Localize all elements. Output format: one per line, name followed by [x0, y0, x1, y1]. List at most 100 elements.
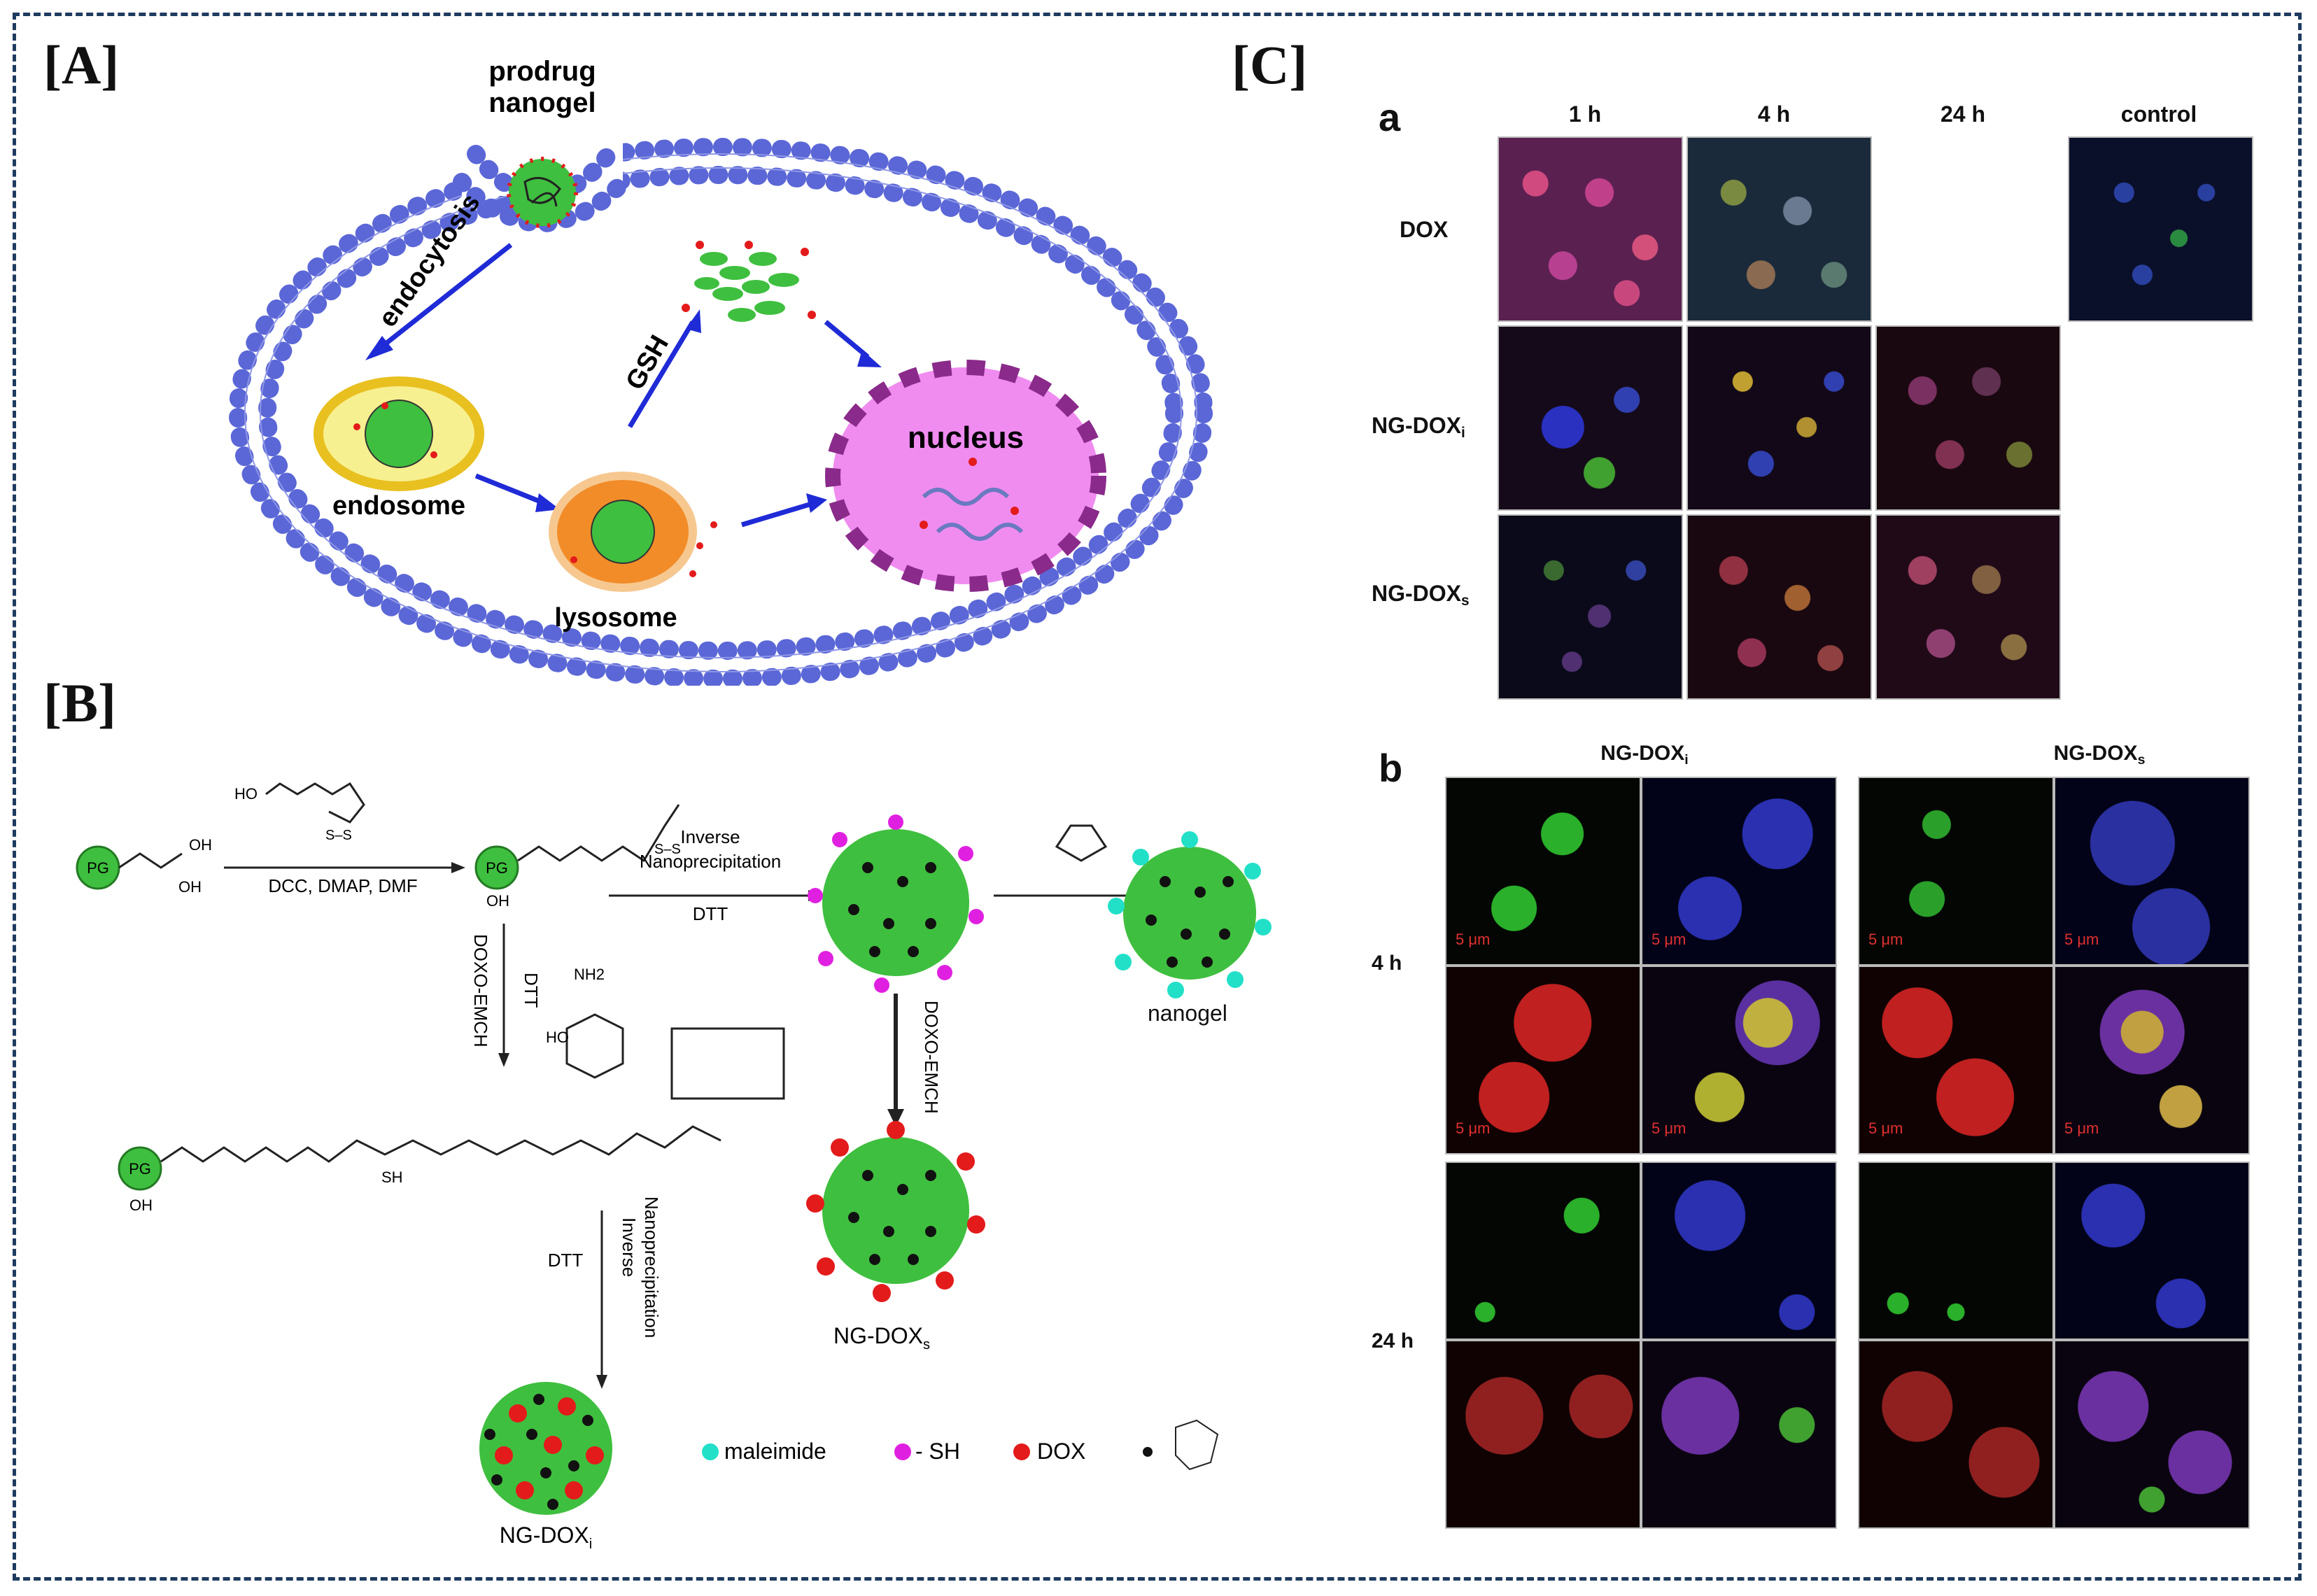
micb-24h-i-blue — [1641, 1161, 1837, 1340]
lipoic-ss: S–S — [325, 828, 352, 843]
micb-4h-i-merge — [1641, 966, 1837, 1154]
reagents-dcc: DCC, DMAP, DMF — [268, 875, 417, 896]
mic-dox-4h — [1686, 136, 1872, 322]
panel-b-scheme: PG OH OH HO S–S DCC, DMAP, DMF PG S–S OH… — [76, 782, 1219, 1552]
nanoprec-1: Nanoprecipitation — [640, 851, 781, 872]
time-24h: 24 h — [1372, 1329, 1414, 1353]
dtt-3: DTT — [548, 1250, 584, 1271]
col-4h: 4 h — [1757, 101, 1791, 127]
doxo-emch-2: DOXO-EMCH — [470, 934, 491, 1047]
mic-control — [2068, 136, 2253, 322]
lysosome — [549, 472, 717, 592]
dtt-2: DTT — [521, 973, 542, 1008]
mic-ngdoxi-24h — [1875, 325, 2061, 511]
nanogel-maleimide-capped — [1108, 831, 1272, 998]
arrow-to-nucleus-top-head — [857, 350, 882, 367]
micb-24h-i-red — [1445, 1340, 1641, 1529]
micb-24h-i-green — [1445, 1161, 1641, 1340]
nanogel-sh — [808, 814, 984, 993]
pg-ester — [474, 845, 519, 890]
arrow-to-lysosome — [474, 473, 547, 507]
pg-conjugate-label: PG — [129, 1160, 151, 1178]
inverse-2: Inverse — [619, 1217, 640, 1277]
label-nucleus: nucleus — [908, 421, 1024, 455]
nucleus — [825, 360, 1106, 592]
pg-start-label: PG — [87, 859, 109, 877]
arrow-endocytosis — [376, 243, 513, 352]
micb-24h-s-blue — [2054, 1161, 2250, 1340]
group-ng-dox-s: NG-DOXs — [2053, 742, 2146, 768]
nanoprec-2: Nanoprecipitation — [641, 1196, 662, 1338]
row-dox: DOX — [1400, 217, 1449, 242]
mic-ngdoxi-1h — [1498, 325, 1683, 511]
oh-4: OH — [129, 1196, 153, 1214]
label-nanogel-capped: nanogel — [1148, 1001, 1227, 1026]
label-endosome: endosome — [332, 491, 465, 521]
oh-1: OH — [178, 878, 202, 896]
arrow-gsh-head — [686, 309, 701, 333]
panel-c-b-label: b — [1379, 746, 1403, 790]
mic-ngdoxs-24h — [1875, 514, 2061, 700]
scale-4: 5 μm — [2064, 931, 2099, 948]
legend-maleimide: maleimide — [724, 1439, 826, 1464]
panel-label-b: [B] — [43, 672, 116, 733]
mic-ngdoxi-4h — [1686, 325, 1872, 511]
nanogel-dox-i — [479, 1382, 612, 1515]
dtt-1: DTT — [693, 903, 728, 924]
micb-4h-i-blue — [1641, 777, 1837, 966]
micb-24h-s-merge — [2054, 1340, 2250, 1529]
scale-5: 5 μm — [1456, 1120, 1491, 1137]
arrow-to-nucleus-bottom — [740, 501, 813, 528]
panel-c-a-label: a — [1379, 95, 1401, 139]
scale-6: 5 μm — [1652, 1120, 1686, 1137]
row-ng-dox-i: NG-DOXi — [1372, 413, 1465, 442]
inverse-1: Inverse — [680, 826, 740, 847]
col-24h: 24 h — [1940, 101, 1986, 127]
conjugate-chain — [160, 1125, 721, 1163]
micb-24h-s-green — [1858, 1161, 2054, 1340]
label-lysosome: lysosome — [554, 603, 677, 633]
scale-2: 5 μm — [1652, 931, 1686, 948]
time-4h: 4 h — [1372, 952, 1402, 975]
micb-4h-s-blue — [2054, 777, 2250, 966]
oh-2: OH — [189, 836, 212, 854]
micb-24h-s-red — [1858, 1340, 2054, 1529]
doxo-emch-1: DOXO-EMCH — [921, 1001, 942, 1114]
scale-1: 5 μm — [1456, 931, 1491, 948]
arrow-to-nucleus-top — [824, 320, 870, 359]
label-ng-dox-i: NG-DOXi — [500, 1523, 592, 1552]
mic-ngdoxs-4h — [1686, 514, 1872, 700]
ester-ss: S–S — [654, 842, 681, 857]
col-control: control — [2120, 101, 2197, 127]
prodrug-nanogel — [507, 157, 578, 228]
panel-a-diagram: prodrug nanogel endocytosis endosome lys… — [229, 56, 1213, 686]
micb-4h-s-merge — [2054, 966, 2250, 1154]
mic-ngdoxs-1h — [1498, 514, 1683, 700]
nanogel-dox-s — [806, 1121, 985, 1302]
scale-7: 5 μm — [1868, 1120, 1903, 1137]
released-fragments — [682, 241, 816, 322]
conj-sh: SH — [381, 1168, 403, 1186]
group-ng-dox-i: NG-DOXi — [1600, 742, 1689, 768]
micb-4h-s-red — [1858, 966, 2054, 1154]
col-1h: 1 h — [1568, 101, 1602, 127]
ho-2: HO — [546, 1029, 569, 1046]
row-ng-dox-s: NG-DOXs — [1372, 581, 1470, 609]
lipoic-ho: HO — [234, 785, 258, 803]
label-prodrug: prodrug — [488, 56, 596, 87]
oh-3: OH — [486, 892, 509, 910]
micb-4h-i-green — [1445, 777, 1641, 966]
micb-4h-i-red — [1445, 966, 1641, 1154]
endosome — [314, 376, 484, 491]
doxo-rings — [670, 1027, 785, 1100]
scale-8: 5 μm — [2064, 1120, 2099, 1137]
maleimide-structure — [1055, 824, 1108, 862]
label-nanogel: nanogel — [488, 87, 596, 118]
legend-dox: DOX — [1037, 1439, 1085, 1464]
arrow-to-lysosome-head — [535, 493, 560, 512]
scale-3: 5 μm — [1868, 931, 1903, 948]
panel-label-a: [A] — [43, 34, 120, 95]
nh2: NH2 — [574, 966, 605, 983]
panel-label-c: [C] — [1232, 34, 1308, 95]
arrow-to-nucleus-bottom-head — [806, 493, 827, 513]
